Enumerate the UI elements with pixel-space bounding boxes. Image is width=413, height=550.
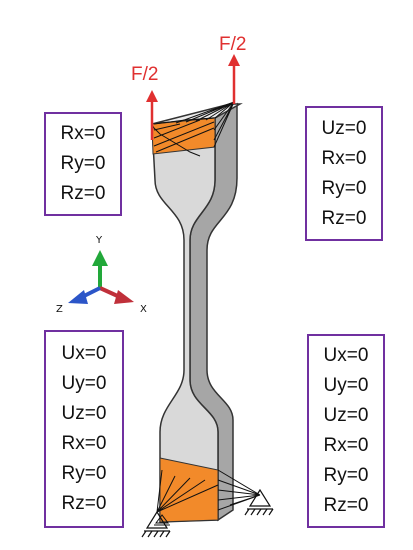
bottom-grip-region — [159, 457, 219, 523]
y-axis-arrow-icon — [92, 250, 108, 266]
bc-box-top-left: Rx=0 Ry=0 Rz=0 — [44, 112, 122, 216]
bottom-coupling — [156, 469, 261, 513]
force-label-left: F/2 — [131, 64, 159, 85]
bc-line: Rx=0 — [60, 123, 106, 144]
force-arrow-left — [146, 90, 158, 140]
top-right-coupling — [175, 101, 235, 148]
bc-line: Uy=0 — [323, 375, 369, 396]
bottom-left-support-icon — [141, 510, 171, 538]
bc-line: Rz=0 — [60, 183, 106, 204]
bc-line: Rz=0 — [61, 493, 107, 514]
bc-line: Ry=0 — [61, 463, 107, 484]
bc-line: Rx=0 — [323, 435, 369, 456]
axis-label-x: X — [140, 304, 147, 315]
force-label-right: F/2 — [219, 34, 247, 55]
bc-line: Uz=0 — [323, 405, 369, 426]
bc-line: Rz=0 — [323, 495, 369, 516]
bc-line: Uy=0 — [61, 373, 107, 394]
bottom-right-support-icon — [244, 488, 274, 516]
bc-line: Uz=0 — [61, 403, 107, 424]
bc-box-bottom-left: Ux=0 Uy=0 Uz=0 Rx=0 Ry=0 Rz=0 — [44, 330, 124, 528]
bc-line: Rx=0 — [321, 147, 367, 169]
bc-line: Ry=0 — [323, 465, 369, 486]
bc-box-bottom-right: Ux=0 Uy=0 Uz=0 Rx=0 Ry=0 Rz=0 — [307, 334, 385, 528]
bc-box-top-right: Uz=0 Rx=0 Ry=0 Rz=0 — [305, 106, 383, 241]
bc-line: Ux=0 — [61, 343, 107, 364]
bc-line: Ux=0 — [323, 345, 369, 366]
axis-label-z: Z — [56, 304, 63, 315]
bc-line: Rx=0 — [61, 433, 107, 454]
bc-line: Ry=0 — [60, 153, 106, 174]
bottom-left-small-support-icon — [154, 514, 170, 526]
axis-triad — [68, 250, 134, 304]
bc-line: Rz=0 — [321, 207, 367, 229]
bc-line: Ry=0 — [321, 177, 367, 199]
axis-label-y: Y — [96, 235, 103, 246]
bc-line: Uz=0 — [321, 117, 367, 139]
z-axis-arrow-icon — [68, 290, 88, 304]
x-axis-arrow-icon — [114, 290, 134, 304]
force-arrow-right — [228, 54, 240, 104]
